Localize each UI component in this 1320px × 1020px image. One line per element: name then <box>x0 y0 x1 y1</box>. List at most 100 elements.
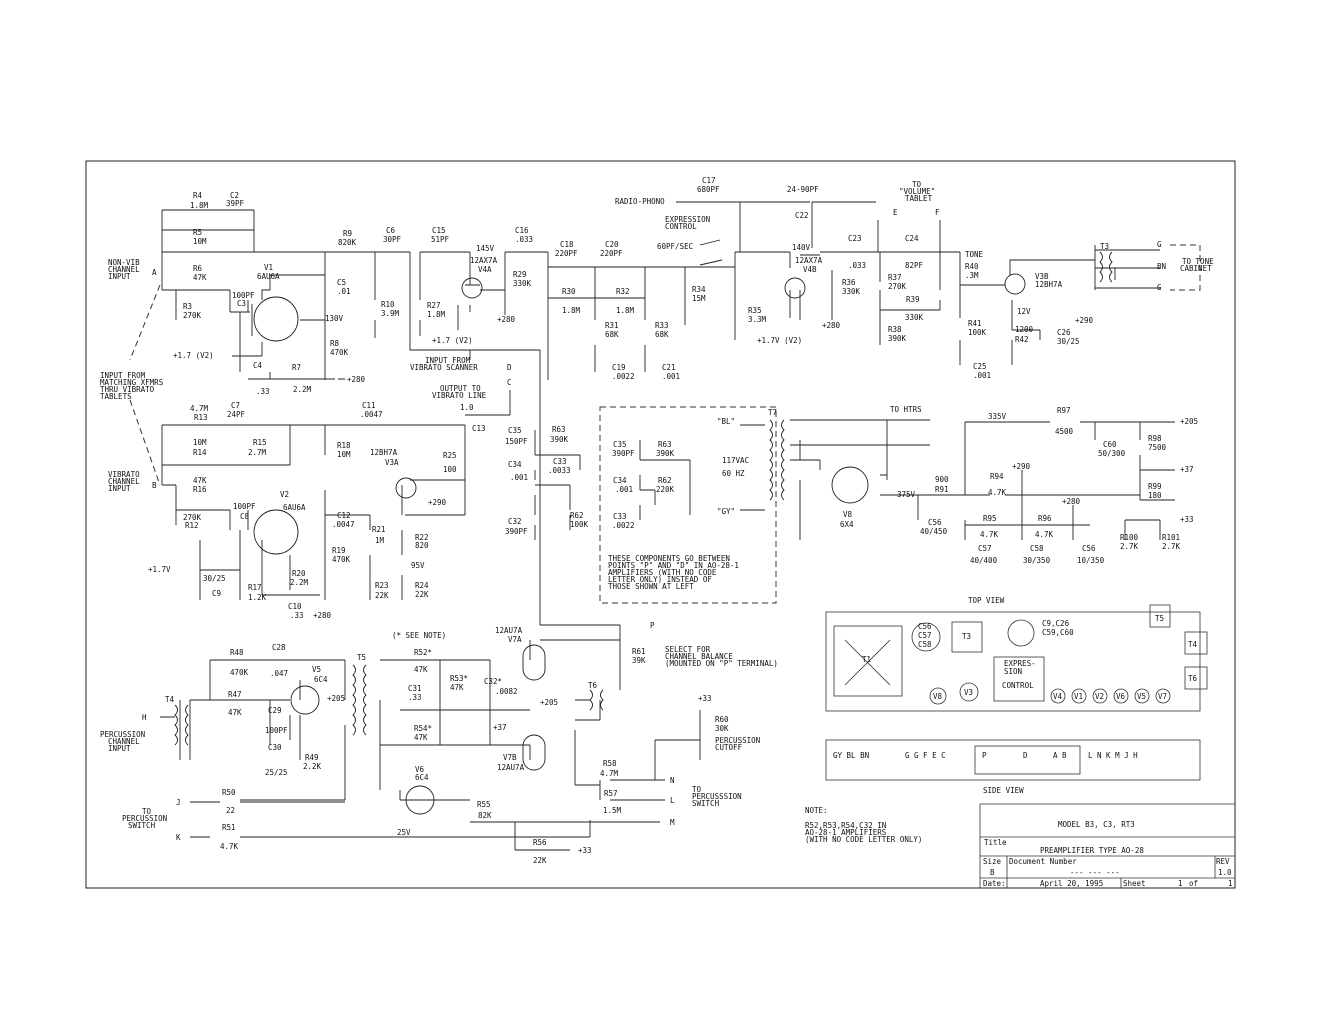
label-v6: V6 <box>415 765 425 774</box>
label-r49-value: 2.2K <box>303 762 322 771</box>
label-r9-value: 820K <box>338 238 357 247</box>
component-symbols <box>129 251 1113 815</box>
label-box-c34: C34 <box>613 476 627 485</box>
note-sel-1: SELECT FOR <box>665 645 711 654</box>
label-r38: R38 <box>888 325 902 334</box>
tube-v5 <box>290 685 320 715</box>
label-c11-value: .0047 <box>360 410 383 419</box>
label-r35-value: 3.3M <box>748 315 767 324</box>
label-r48: R48 <box>230 648 244 657</box>
label-box-r63: R63 <box>658 440 672 449</box>
title-sheet-label: Sheet <box>1123 879 1146 888</box>
label-r94: R94 <box>990 472 1004 481</box>
socket-v1 <box>1071 688 1087 704</box>
label-c18-value: 220PF <box>555 249 578 258</box>
note-line-3: (WITH NO CODE LETTER ONLY) <box>805 835 922 844</box>
label-c19: C19 <box>612 363 626 372</box>
label-r54-value: 47K <box>414 733 428 742</box>
label-v4b: V4B <box>803 265 817 274</box>
label-145v: 145V <box>476 244 495 253</box>
label-box-r62-value: 220K <box>656 485 675 494</box>
label-12v: 12V <box>1017 307 1031 316</box>
label-r95-value: 4.7K <box>980 530 999 539</box>
top-c58: C58 <box>918 640 932 649</box>
label-c13: C13 <box>472 424 486 433</box>
label-140v: 140V <box>792 243 811 252</box>
label-r101-value: 2.7K <box>1162 542 1181 551</box>
label-r95: R95 <box>983 514 997 523</box>
title-rev-label: REV <box>1216 857 1230 866</box>
label-c31-value: .33 <box>408 693 422 702</box>
label-r16: R16 <box>193 485 207 494</box>
label-r4: R4 <box>193 191 203 200</box>
label-r56: R56 <box>533 838 547 847</box>
top-t3: T3 <box>962 632 971 641</box>
note-60pf: 60PF/SEC <box>657 242 693 251</box>
note-tosw2-2: PERCUSSSION <box>692 792 742 801</box>
top-t5: T5 <box>1155 614 1164 623</box>
transformer-t4-box <box>1184 631 1208 655</box>
label-r12-value: 270K <box>183 513 202 522</box>
title-block: MODEL B3, C3, RT3 Title PREAMPLIFIER TYP… <box>979 803 1235 888</box>
label-c10: C10 <box>288 602 302 611</box>
label-r42: R42 <box>1015 335 1029 344</box>
top-c56: C56 <box>918 622 932 631</box>
label-v1-type: 6AU6A <box>257 272 280 281</box>
note-comp-2: POINTS "P" AND "D" IN AO-28-1 <box>608 561 739 570</box>
label-c34-value: .001 <box>510 473 528 482</box>
label-c57: C57 <box>978 544 992 553</box>
label-plus-280-e: +280 <box>1062 497 1081 506</box>
label-c35-value: 150PF <box>505 437 528 446</box>
label-c7: C7 <box>231 401 240 410</box>
label-plus-1-7-c: +1.7V (V2) <box>757 336 802 345</box>
title-rev: 1.0 <box>1218 868 1232 877</box>
label-r56-value: 22K <box>533 856 547 865</box>
note-scan-1: INPUT FROM <box>425 356 471 365</box>
title-of: 1 <box>1228 879 1233 888</box>
label-bn: BN <box>1157 262 1166 271</box>
label-130v: 130V <box>325 314 344 323</box>
top-v4: V4 <box>1053 692 1063 701</box>
label-c19-value: .0022 <box>612 372 635 381</box>
label-r15: R15 <box>253 438 267 447</box>
label-c16: C16 <box>515 226 529 235</box>
note-perc-2: CHANNEL <box>108 737 140 746</box>
note-tohtrs: TO HTRS <box>890 405 922 414</box>
label-plus-280-a: +280 <box>347 375 366 384</box>
node-j: J <box>176 798 181 807</box>
note-bl: "BL" <box>717 417 735 426</box>
label-plus-37: +37 <box>1180 465 1194 474</box>
label-r48-value: 470K <box>230 668 249 677</box>
label-r27: R27 <box>427 301 441 310</box>
label-c29: C29 <box>268 706 282 715</box>
label-c20-value: 220PF <box>600 249 623 258</box>
label-r31: R31 <box>605 321 619 330</box>
label-r99: R99 <box>1148 482 1162 491</box>
label-r61: R61 <box>632 647 646 656</box>
label-r99-value: 180 <box>1148 491 1162 500</box>
label-box-r63-value: 390K <box>656 449 675 458</box>
label-c17: C17 <box>702 176 716 185</box>
top-c59: C59,C60 <box>1042 628 1074 637</box>
label-v3b: V3B <box>1035 272 1049 281</box>
transformer-t5 <box>352 664 367 736</box>
label-c60-value: 50/300 <box>1098 449 1126 458</box>
label-r100: R100 <box>1120 533 1139 542</box>
note-expr-2: CONTROL <box>665 222 697 231</box>
label-r35: R35 <box>748 306 762 315</box>
label-c12-value: .0047 <box>332 520 355 529</box>
label-r34-value: 15M <box>692 294 706 303</box>
transformer-t5-box <box>1149 604 1171 628</box>
label-r41: R41 <box>968 319 982 328</box>
label-r13: R13 <box>194 413 208 422</box>
label-r20-value: 2.2M <box>290 578 309 587</box>
label-r57-value: 1.5M <box>603 806 622 815</box>
label-r15-value: 2.7M <box>248 448 267 457</box>
title-date-label: Date: <box>983 879 1006 888</box>
label-r91-value: 900 <box>935 475 949 484</box>
label-c4-value: .33 <box>256 387 270 396</box>
label-c3: C3 <box>237 299 246 308</box>
label-r98: R98 <box>1148 434 1162 443</box>
label-r4-value: 1.8M <box>190 201 209 210</box>
